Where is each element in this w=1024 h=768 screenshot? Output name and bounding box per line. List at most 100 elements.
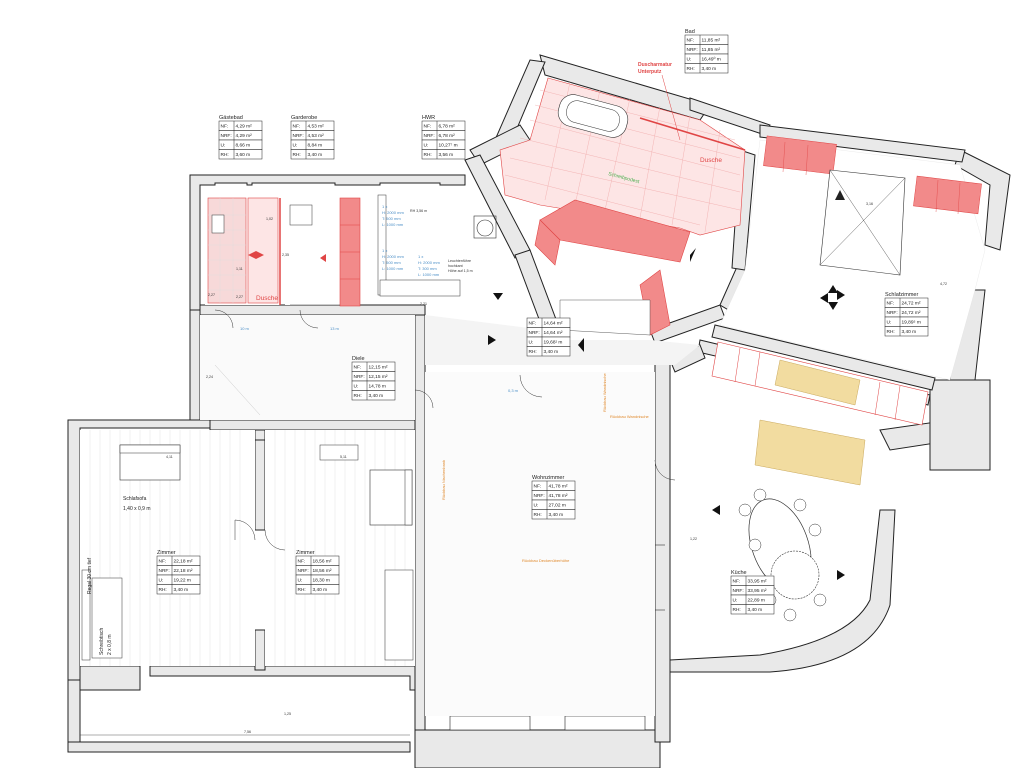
room-table-key: RH: — [298, 587, 306, 593]
room-table-row — [218, 149, 263, 160]
hwr-room: RH 3,56 m 1 x H: 2000 mm T: 500 mm L: 10… — [375, 190, 497, 300]
room-table-value: 8,84 m — [308, 143, 323, 149]
room-table-value: 24,72 m² — [902, 310, 921, 316]
room-table-value: 6,78 m² — [439, 133, 456, 139]
room-table-row — [526, 346, 571, 357]
room-table-value: 33,95 m² — [748, 588, 767, 594]
room-table-value: 19,89⁵ m — [902, 320, 921, 326]
room-name: Garderobe — [291, 115, 317, 121]
svg-text:H: 2000 mm: H: 2000 mm — [418, 260, 440, 265]
room-table-key: NRF: — [887, 310, 898, 316]
rueckbau-wand2-label: Rückbau Wandnische — [602, 372, 607, 412]
room-table-value: 22,89 m — [748, 598, 765, 604]
room-table-key: RH: — [687, 66, 695, 72]
schreibtisch-label: Schreibtisch — [99, 628, 105, 655]
room-table-key: U: — [534, 503, 539, 509]
room-table-key: U: — [159, 578, 164, 584]
dim-227b: 2,27 — [236, 295, 243, 299]
dim-102: 1,02 — [266, 217, 273, 221]
schlafsofa-size: 1,40 x 0,9 m — [123, 506, 151, 512]
room-table-value: 18,56 m² — [313, 559, 332, 565]
room-table-key: NRF: — [293, 133, 304, 139]
room-table-row — [884, 326, 929, 337]
room-name: HWR — [422, 115, 435, 121]
room-table-key: U: — [687, 57, 692, 63]
room-table-key: NRF: — [687, 47, 698, 53]
room-table-value: 3,40 m — [308, 152, 323, 158]
room-table-value: 3,40 m — [902, 329, 917, 335]
room-table-value: 3,40 m — [369, 393, 384, 399]
room-table-value: 24,72 m² — [902, 301, 921, 307]
duscharmatur-label: Duscharmatur — [638, 62, 672, 68]
leuchte-label: Leuchtenführe — [448, 259, 471, 263]
room-table-value: 22,18 m² — [174, 568, 193, 574]
svg-text:L: 1000 mm: L: 1000 mm — [418, 272, 440, 277]
room-table-key: NF: — [733, 579, 741, 585]
room-table-value: 19,68¹ m — [544, 340, 563, 346]
dim-221: 2,21 — [420, 302, 427, 306]
svg-text:hochkant: hochkant — [448, 264, 463, 268]
room-table-value: 3,40 m — [313, 587, 328, 593]
room-table-key: RH: — [529, 349, 537, 355]
room-table-value: 41,78 m² — [549, 493, 568, 499]
svg-text:L: 1000 mm: L: 1000 mm — [382, 266, 404, 271]
room-table-key: RH: — [159, 587, 167, 593]
doors — [214, 309, 676, 551]
unterputz-label: Unterputz — [638, 69, 662, 75]
schreibtisch-size: 2 x 0,8 m — [107, 634, 113, 655]
room-table-value: 12,15 m² — [369, 374, 388, 380]
room-table-key: U: — [529, 340, 534, 346]
room-table-value: 41,78 m² — [549, 484, 568, 490]
room-table-key: NRF: — [733, 588, 744, 594]
dusche-bad-label: Dusche — [700, 157, 722, 164]
svg-text:T: 500 mm: T: 500 mm — [382, 260, 401, 265]
room-table-key: NF: — [293, 124, 301, 130]
room-table-value: 3,40 m — [702, 66, 717, 72]
schlafsofa-label: Schlafsofa — [123, 496, 147, 502]
svg-text:T: 300 mm: T: 300 mm — [418, 266, 437, 271]
room-table-value: 11,85 m² — [702, 47, 721, 53]
room-name: Zimmer — [157, 550, 176, 556]
dimensions: 7,56 1,25 5,11 4,11 2,24 2,35 2,27 10 m … — [80, 217, 519, 736]
room-table-value: 4,29 m² — [236, 124, 253, 130]
rueckbau-decke-label: Rückbau Deckenüberhöhe — [522, 558, 570, 563]
svg-text:1 x: 1 x — [382, 248, 387, 253]
hwr-spec-b: 1 x H: 2000 mm T: 500 mm L: 1000 mm — [382, 248, 404, 271]
room-table-key: NF: — [354, 365, 362, 371]
svg-text:T: 500 mm: T: 500 mm — [382, 216, 401, 221]
room-table-key: U: — [887, 320, 892, 326]
room-table-value: 4,53 m² — [308, 133, 325, 139]
room-table-value: 18,30 m — [313, 578, 330, 584]
room-table-row — [531, 509, 576, 520]
rueckbau-wand-label: Rückbau Wandnische — [610, 414, 650, 419]
dim-511: 5,11 — [340, 455, 347, 459]
room-table-value: 4,53 m² — [308, 124, 325, 130]
room-table-row — [295, 584, 340, 595]
room-table-key: RH: — [354, 393, 362, 399]
zimmer2-room — [265, 430, 415, 666]
room-name: Schlafzimmer — [885, 292, 918, 298]
room-table-value: 10,27⁷ m — [439, 143, 458, 149]
room-table-value: 16,49⁰ m — [702, 57, 721, 63]
room-table-key: U: — [354, 384, 359, 390]
room-table-value: 3,56 m — [439, 152, 454, 158]
kueche-fittings: 1,22 — [690, 341, 929, 622]
room-table-key: NF: — [887, 301, 895, 307]
room-table-value: 22,18 m² — [174, 559, 193, 565]
dim-03m: 0,3 m — [508, 388, 519, 393]
room-table-key: NF: — [687, 38, 695, 44]
dusche-gast-label: Dusche — [256, 295, 278, 302]
room-table-row — [730, 604, 775, 615]
room-name: Diele — [352, 356, 365, 362]
rh-hwr-label: RH 3,56 m — [410, 209, 427, 213]
room-table-key: NF: — [159, 559, 167, 565]
room-table-value: 3,40 m — [544, 349, 559, 355]
svg-text:1 x: 1 x — [418, 254, 423, 259]
